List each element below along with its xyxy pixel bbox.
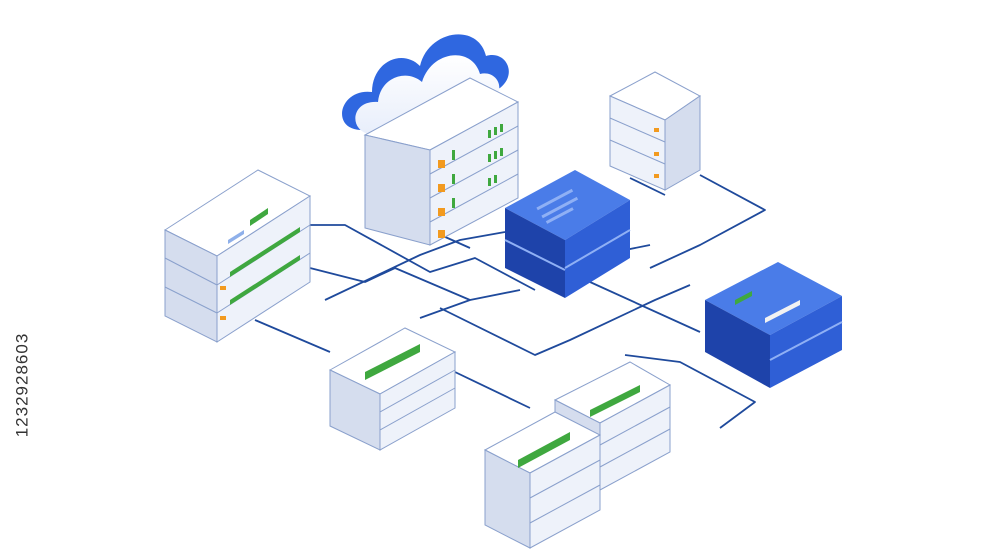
central-hub-server [504,170,631,298]
storage-unit [483,411,602,549]
network-switch-stack [163,169,312,343]
stock-id-label: 1232928603 [8,310,36,460]
connection-line [454,371,531,409]
connection-line [624,354,756,429]
port-row [230,227,300,305]
connection-line [309,267,521,301]
connection-lines [254,174,766,429]
connection-line [324,231,506,301]
connection-line [310,224,536,291]
indicator-lights [438,160,445,238]
indicator-lights [220,286,226,320]
storage-server-blue [705,262,843,388]
connection-line [649,174,766,269]
status-display-icon [250,208,268,226]
connection-line [629,177,666,196]
storage-unit [328,327,457,451]
server-small [608,71,701,191]
server-rack-tall [363,77,520,246]
cloud-icon [342,34,509,134]
connection-line [419,299,471,319]
connection-line [589,281,701,333]
connection-line [254,319,331,353]
connection-line [439,284,691,356]
stock-id-text: 1232928603 [12,332,32,438]
